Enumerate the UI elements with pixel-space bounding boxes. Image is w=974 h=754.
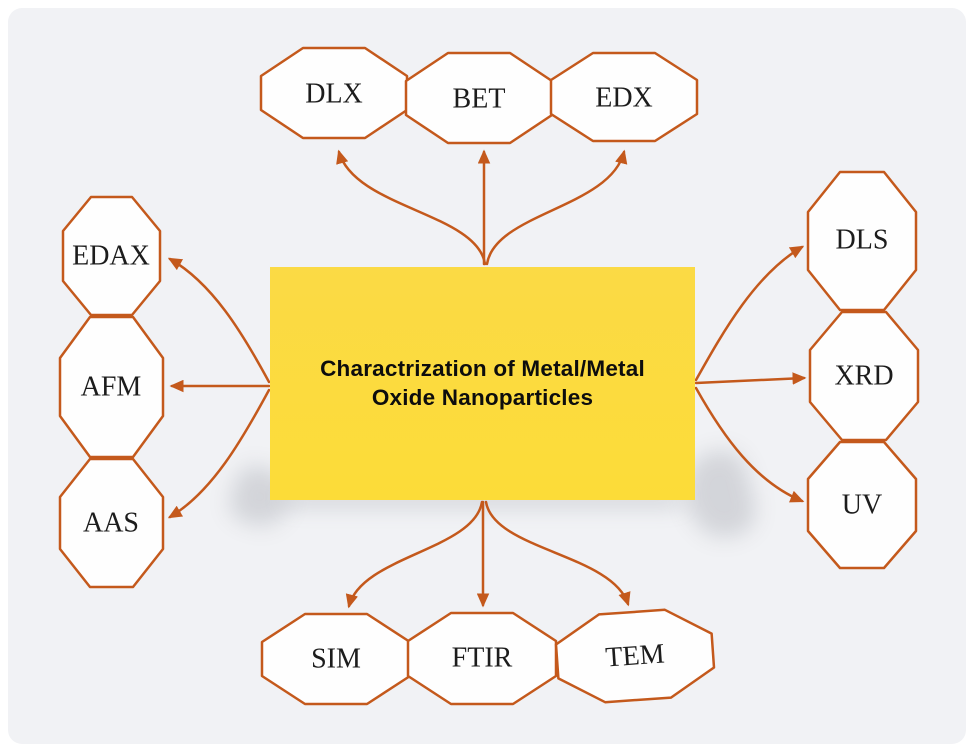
node-ftir: FTIR: [406, 611, 558, 706]
arrow-center-to-tem: [484, 500, 631, 607]
node-xrd-shape: [808, 310, 920, 442]
node-dls-label: DLS: [836, 225, 889, 256]
node-afm: AFM: [58, 315, 165, 459]
node-xrd: XRD: [808, 310, 920, 442]
arrows-right: [694, 245, 807, 503]
node-dls: DLS: [806, 170, 918, 312]
node-xrd-label: XRD: [834, 361, 893, 392]
node-ftir-shape: [406, 611, 558, 706]
arrow-center-to-edx: [485, 149, 628, 266]
node-edx: EDX: [549, 51, 699, 143]
arrow-center-to-xrd: [694, 372, 807, 385]
node-edax-shape: [61, 195, 162, 317]
center-title-line1: Charactrization of Metal/Metal: [320, 355, 645, 381]
arrow-center-to-uv: [694, 386, 805, 503]
node-edx-shape: [549, 51, 699, 143]
node-bet: BET: [404, 51, 554, 145]
node-uv: UV: [806, 440, 918, 570]
node-edax-label: EDAX: [72, 241, 150, 272]
node-bet-shape: [404, 51, 554, 145]
node-sim: SIM: [260, 612, 412, 706]
node-dls-shape: [806, 170, 918, 312]
arrow-center-to-sim: [345, 500, 484, 609]
arrow-center-to-aas: [167, 388, 271, 519]
node-edx-label: EDX: [595, 83, 653, 114]
node-ftir-label: FTIR: [452, 643, 513, 674]
node-sim-shape: [260, 612, 412, 706]
node-edax: EDAX: [61, 195, 162, 317]
center-title: Charactrization of Metal/Metal Oxide Nan…: [320, 355, 645, 413]
arrows-bottom: [345, 500, 631, 609]
arrow-center-to-dls: [694, 245, 805, 382]
arrows-top: [336, 149, 628, 266]
node-afm-shape: [58, 315, 165, 459]
node-aas-shape: [58, 457, 165, 589]
node-aas-label: AAS: [83, 508, 139, 539]
arrow-center-to-dlx: [336, 149, 487, 266]
node-afm-label: AFM: [81, 372, 142, 403]
node-tem-label: TEM: [604, 638, 665, 673]
center-box: Charactrization of Metal/Metal Oxide Nan…: [270, 267, 695, 500]
node-uv-shape: [806, 440, 918, 570]
arrow-center-to-edax: [167, 257, 271, 384]
node-dlx-label: DLX: [305, 79, 363, 110]
node-sim-label: SIM: [311, 644, 361, 675]
arrows-left: [167, 257, 271, 519]
node-tem-shape: [554, 608, 716, 704]
node-aas: AAS: [58, 457, 165, 589]
node-uv-label: UV: [842, 490, 882, 521]
node-tem: TEM: [554, 608, 716, 704]
node-dlx-shape: [259, 46, 409, 140]
node-bet-label: BET: [453, 84, 506, 115]
center-title-line2: Oxide Nanoparticles: [371, 384, 594, 410]
node-dlx: DLX: [259, 46, 409, 140]
